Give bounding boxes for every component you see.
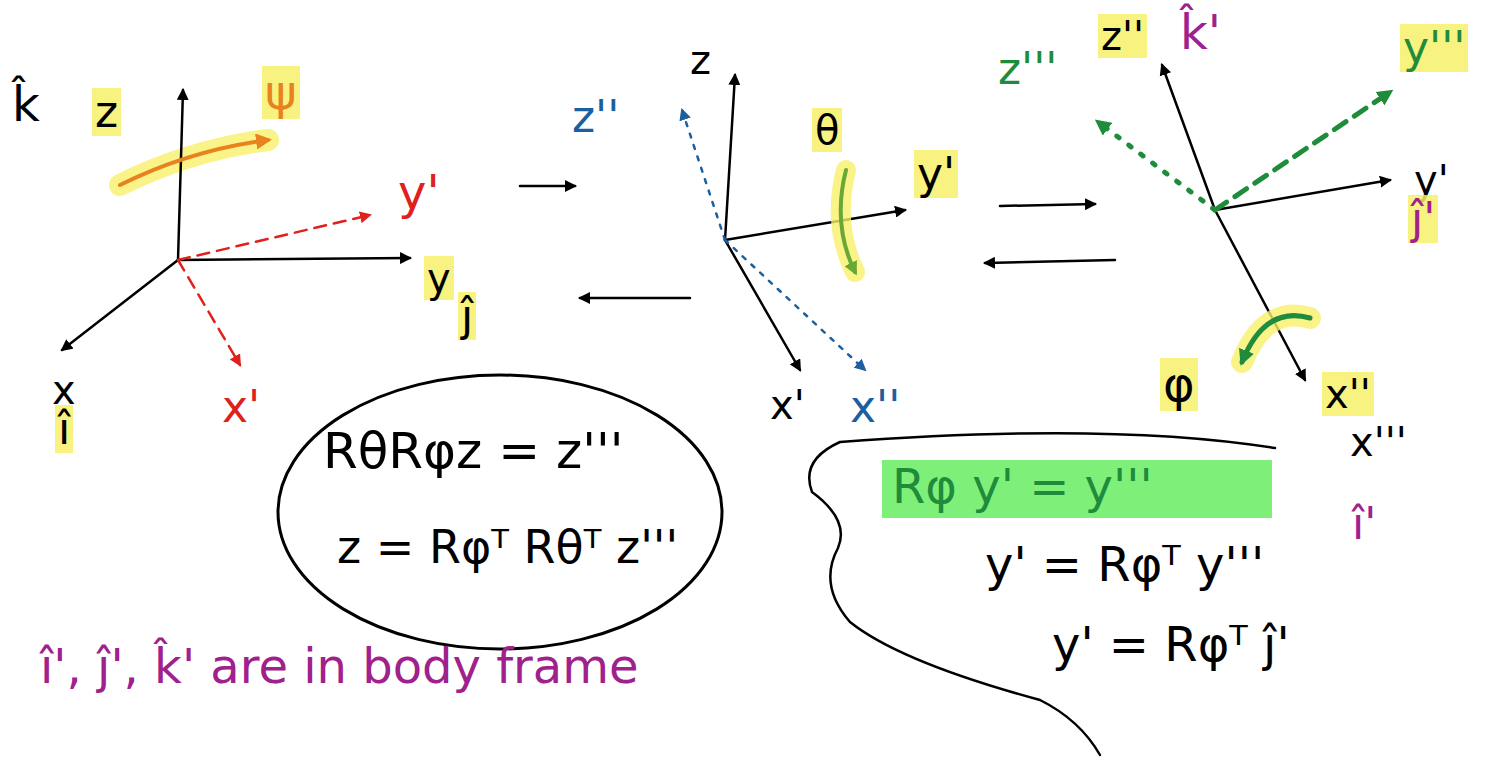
axis-label: z''' xyxy=(998,45,1057,93)
axis-label: x'' xyxy=(1322,372,1374,416)
axis-label: î' xyxy=(1352,500,1376,548)
axis-label: k̂' xyxy=(1180,6,1221,59)
axis-label: φ xyxy=(1160,358,1198,411)
axis-label: x' xyxy=(222,383,260,431)
axis-label: z'' xyxy=(572,93,619,141)
axis-label: î xyxy=(55,405,73,453)
axis-label: z xyxy=(92,88,121,136)
axis-label: y xyxy=(424,256,454,300)
equation-oval: RθRφz = z''' z = Rφᵀ Rθᵀ z''' xyxy=(275,372,725,652)
axis-label: y' = Rφᵀ ĵ' xyxy=(1052,618,1290,671)
axis-label: x''' xyxy=(1350,420,1407,464)
oval-outline xyxy=(275,372,725,652)
equation-text: RθRφz = z''' xyxy=(323,424,623,479)
equation-text: z = Rφᵀ Rθᵀ z''' xyxy=(337,522,678,573)
axis-label: y''' xyxy=(1400,24,1468,72)
axis-label: y' = Rφᵀ y''' xyxy=(985,538,1264,591)
axis-label: î', ĵ', k̂' are in body frame xyxy=(40,640,639,693)
axis-label: x' xyxy=(770,383,805,427)
axis-label: y' xyxy=(914,150,958,198)
axis-label: ψ xyxy=(262,66,300,119)
axis-label: ĵ xyxy=(458,292,476,340)
axis-label: x'' xyxy=(850,383,900,431)
axis-label: θ xyxy=(812,108,842,152)
axis-label: k̂ xyxy=(12,78,40,131)
axis-label: z'' xyxy=(1098,14,1147,58)
axis-label: ĵ' xyxy=(1408,195,1438,243)
axis-label: y' xyxy=(398,166,440,219)
axis-label: Rφ y' = y''' xyxy=(892,460,1153,513)
axis-label: z xyxy=(690,38,711,82)
